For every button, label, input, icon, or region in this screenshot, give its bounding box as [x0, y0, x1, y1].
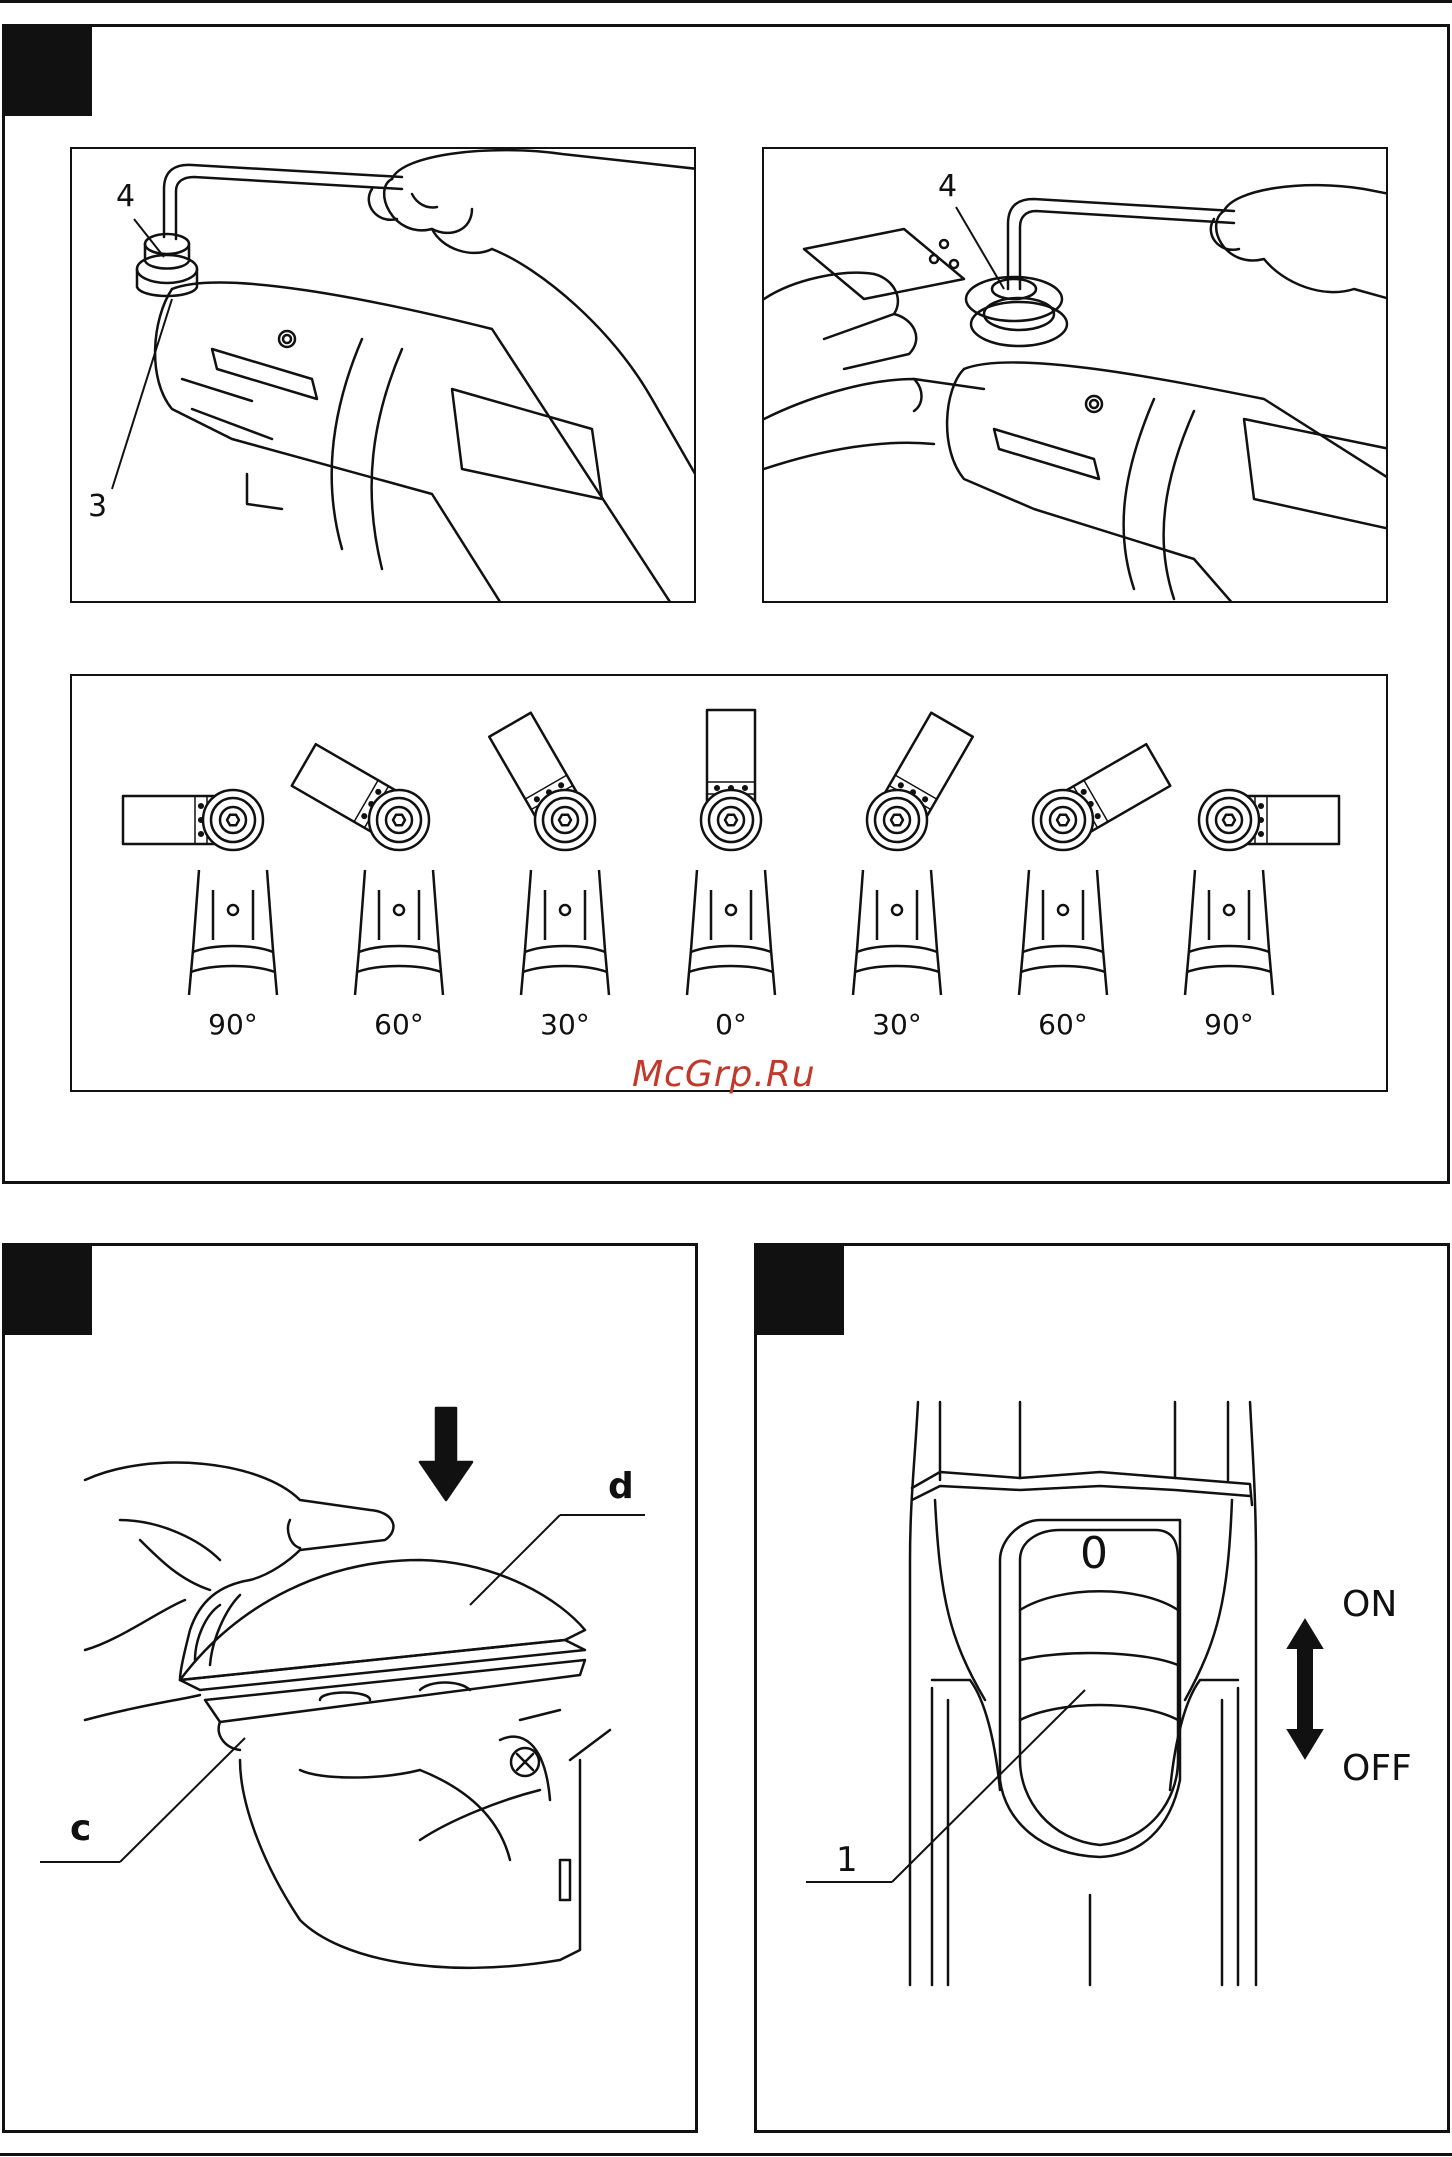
leader-lines-left [72, 149, 696, 603]
angle-label-1: 90° [208, 1008, 258, 1041]
figure-bottom-right-frame [754, 1243, 1450, 2133]
bottom-rule [0, 2153, 1452, 2156]
tool-head-2 [292, 744, 443, 995]
figure-top-tab [2, 24, 92, 116]
tool-head-6 [1019, 744, 1170, 995]
angle-label-4: 0° [715, 1008, 747, 1041]
callout-d: d [608, 1466, 634, 1507]
callout-c: c [70, 1808, 91, 1849]
on-label: ON [1342, 1584, 1397, 1625]
panel-install-right: 4 [762, 147, 1388, 603]
panel-install-left: 4 3 [70, 147, 696, 603]
angle-label-3: 30° [540, 1008, 590, 1041]
figure-bottom-left-tab [2, 1243, 92, 1335]
tool-head-7 [1185, 790, 1339, 995]
tool-head-3 [489, 713, 609, 995]
angle-label-6: 60° [1038, 1008, 1088, 1041]
angle-label-2: 60° [374, 1008, 424, 1041]
off-label: OFF [1342, 1748, 1412, 1789]
tool-head-1 [123, 790, 277, 995]
angle-label-5: 30° [872, 1008, 922, 1041]
leader-line-right [764, 149, 1388, 603]
figure-bottom-left-frame [2, 1243, 698, 2133]
figure-bottom-right-tab [754, 1243, 844, 1335]
callout-1: 1 [836, 1840, 858, 1880]
watermark: McGrp.Ru [632, 1054, 816, 1095]
panel-blade-angles: 90° 60° 30° 0° 30° 60° 90° [70, 674, 1388, 1092]
switch-position-label: 0 [1080, 1528, 1108, 1579]
tool-head-4 [687, 710, 775, 995]
tool-head-5 [853, 713, 973, 995]
angle-label-7: 90° [1204, 1008, 1254, 1041]
top-rule [0, 0, 1452, 3]
